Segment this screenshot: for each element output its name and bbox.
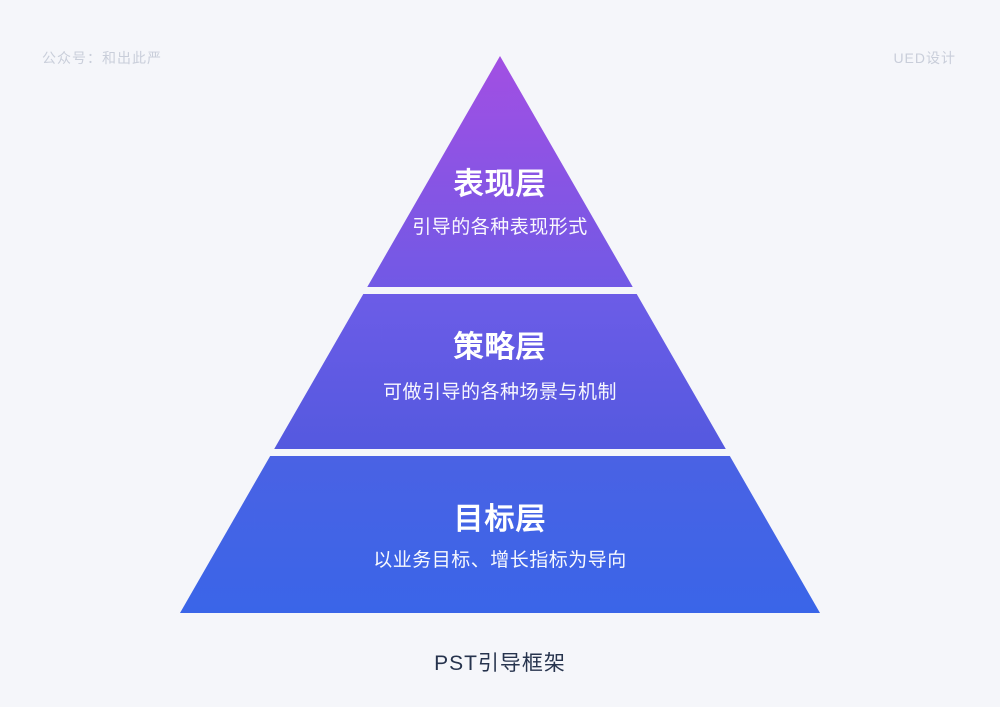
pyramid-diagram: 表现层 引导的各种表现形式 策略层 可做引导的各种场景与机制 目标层 以业务目标… — [180, 56, 820, 613]
watermark-left: 公众号：和出此严 — [42, 50, 162, 66]
pyramid-layer-goal: 目标层 以业务目标、增长指标为导向 — [180, 456, 820, 613]
pyramid-layer-presentation: 表现层 引导的各种表现形式 — [367, 56, 633, 287]
layer-subtitle: 可做引导的各种场景与机制 — [382, 382, 617, 403]
watermark-right: UED设计 — [893, 50, 956, 66]
layer-title: 策略层 — [453, 331, 547, 364]
pyramid-layer-strategy: 策略层 可做引导的各种场景与机制 — [274, 294, 726, 449]
layer-subtitle: 引导的各种表现形式 — [412, 217, 588, 238]
diagram-caption: PST引导框架 — [434, 652, 566, 675]
layer-title: 表现层 — [453, 168, 547, 201]
layer-subtitle: 以业务目标、增长指标为导向 — [373, 550, 627, 571]
layer-title: 目标层 — [453, 503, 547, 536]
